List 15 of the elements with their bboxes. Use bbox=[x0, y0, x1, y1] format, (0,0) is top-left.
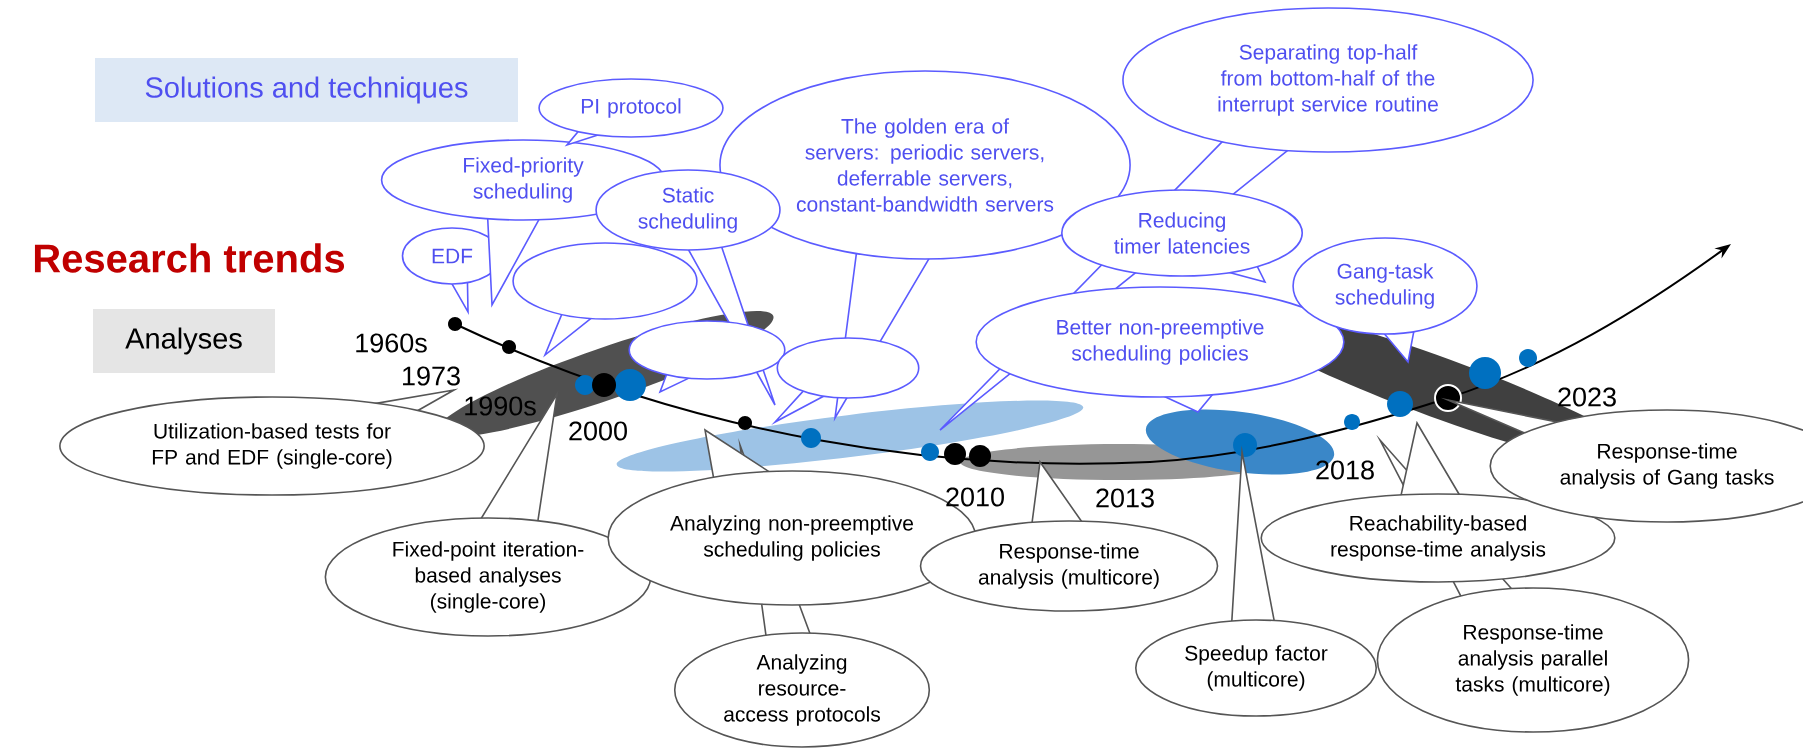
year-label: 2018 bbox=[1316, 460, 1374, 480]
node-label: Analyzing resource-access protocols bbox=[724, 654, 881, 726]
speech-bubble bbox=[512, 242, 698, 358]
speech-bubble: Gang-task scheduling bbox=[1292, 237, 1478, 364]
speech-bubble: PI protocol bbox=[538, 78, 724, 147]
node-label: Response-time analysis parallel tasks (multicore) bbox=[1455, 624, 1610, 696]
label-box: Analyses bbox=[93, 309, 275, 373]
speech-bubble bbox=[771, 337, 920, 425]
year-label: 1973 bbox=[403, 366, 460, 386]
speech-bubble: Reducing timer latencies bbox=[1061, 189, 1303, 284]
year-label: 1960s bbox=[356, 333, 427, 353]
speech-bubble: Static scheduling bbox=[595, 169, 781, 406]
speech-bubble bbox=[628, 320, 786, 394]
label-box: Solutions and techniques bbox=[95, 58, 518, 122]
title: Research trends bbox=[34, 243, 345, 273]
